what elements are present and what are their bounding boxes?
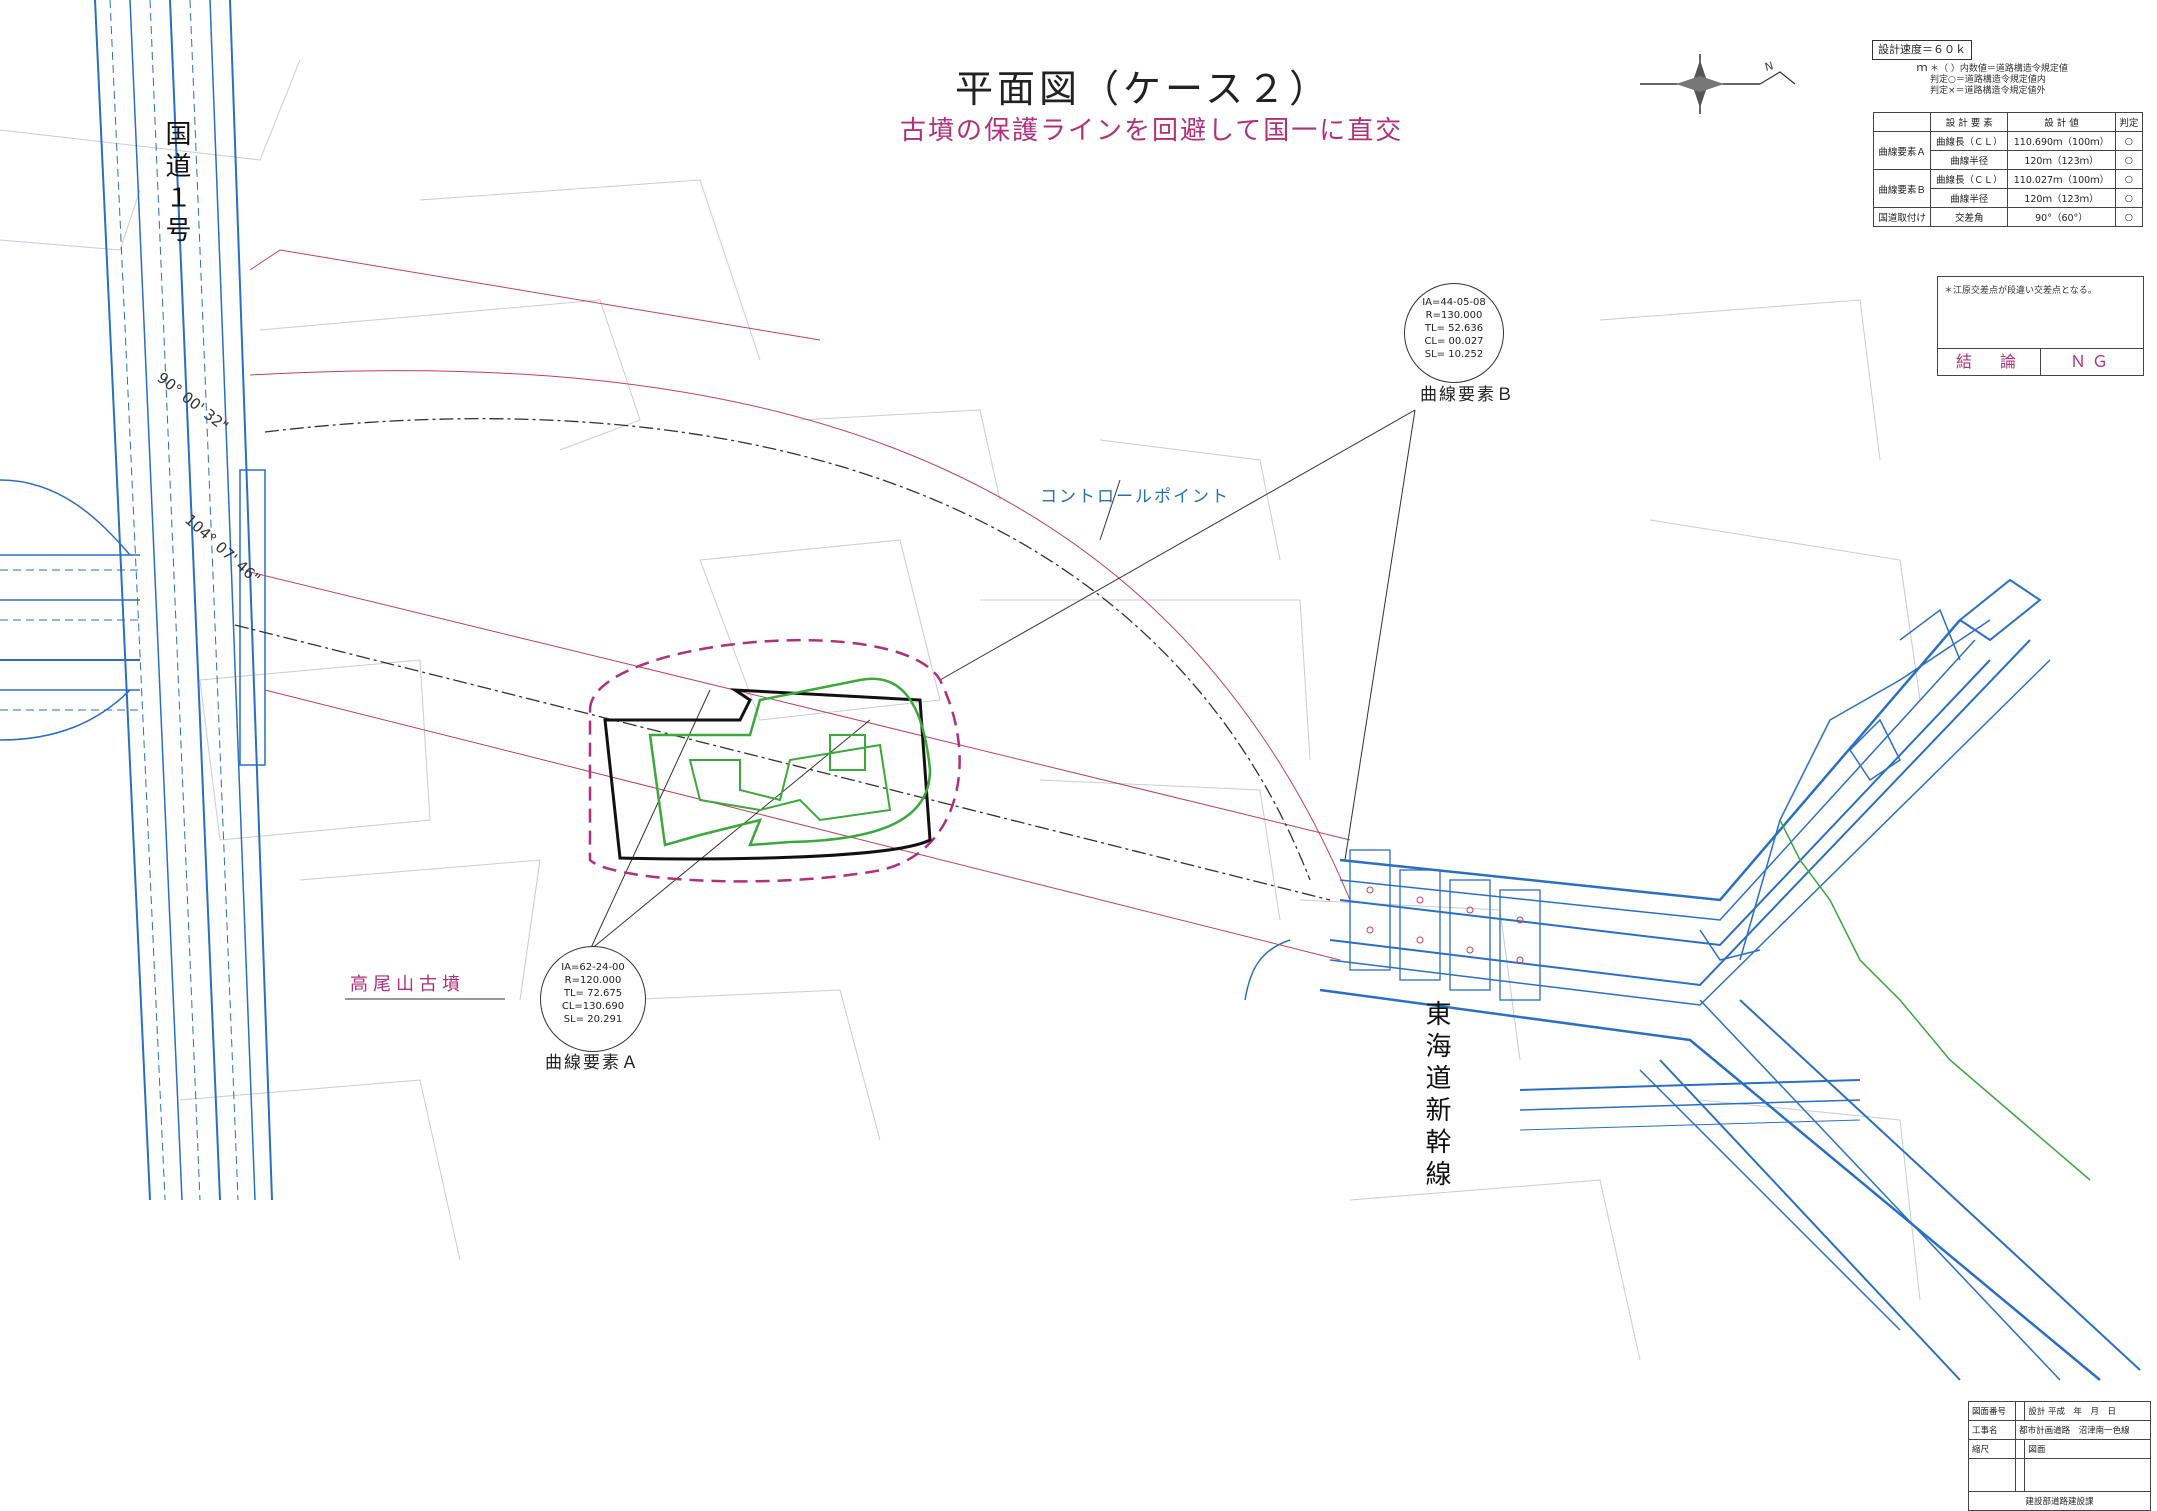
table-cell: 曲線長（ＣＬ） <box>1930 131 2009 151</box>
curve-a-param: TL= 72.675 <box>563 988 623 999</box>
legend-note: 判定×＝道路構造令規定値外 <box>1930 86 2046 96</box>
conclusion-row: 結 論 ＮＧ <box>1938 348 2143 375</box>
title-block-cell <box>2024 1458 2151 1492</box>
centerline <box>234 418 1331 901</box>
table-row: 曲線半径 120ｍ（123ｍ） ○ <box>1874 188 2144 208</box>
title-block-cell: 設計 平成 年 月 日 <box>2024 1401 2151 1421</box>
kofun-label-underline <box>345 998 505 1000</box>
table-cell: 交差角 <box>1930 207 2009 227</box>
alignment-offsets <box>249 249 1351 961</box>
design-criteria-table: 設 計 要 素 設 計 値 判定 曲線要素Ａ 曲線長（ＣＬ） 110.690ｍ（… <box>1872 112 2144 227</box>
design-speed-box: 設計速度＝６０ｋｍ <box>1872 40 1972 74</box>
table-header-cell: 判定 <box>2114 112 2144 132</box>
table-header-cell: 設 計 値 <box>2007 112 2116 132</box>
background-parcels <box>0 59 1921 1361</box>
table-row: 曲線半径 120ｍ（123ｍ） ○ <box>1874 150 2144 170</box>
page-title: 平面図（ケース２） <box>955 67 1332 111</box>
table-cell: 90°（60°） <box>2007 207 2116 227</box>
conclusion-note: ＊江原交差点が段違い交差点となる。 <box>1944 286 2097 296</box>
title-block-cell <box>1967 1458 2017 1492</box>
curve-b-param: IA=44-05-08 <box>1422 297 1486 308</box>
title-block-cell: 都市計画道路 沼津南一色線 <box>2015 1420 2151 1440</box>
title-block-cell <box>2015 1439 2026 1459</box>
curve-a-circle: IA=62-24-00 R=120.000 TL= 72.675 CL=130.… <box>540 946 646 1052</box>
leader-lines <box>589 409 1416 951</box>
conclusion-box: ＊江原交差点が段違い交差点となる。 結 論 ＮＧ <box>1937 276 2144 376</box>
table-header-row: 設 計 要 素 設 計 値 判定 <box>1872 112 2144 132</box>
legend-notes: ＊（ ）内数値＝道路構造令規定値 判定○＝道路構造令規定値内 判定×＝道路構造令… <box>1930 64 2068 97</box>
curve-b-circle: IA=44-05-08 R=130.000 TL= 52.636 CL= 00.… <box>1404 283 1504 383</box>
title-block: 図面番号 設計 平成 年 月 日 工事名 都市計画道路 沼津南一色線 縮尺 図面… <box>1967 1401 2151 1511</box>
interchange-edge-green <box>1779 819 2091 1181</box>
table-cell: ○ <box>2114 207 2144 227</box>
title-block-row: 図面番号 設計 平成 年 月 日 <box>1967 1401 2151 1421</box>
table-cell: 110.690ｍ（100ｍ） <box>2007 131 2116 151</box>
curve-a-param: CL=130.690 <box>561 1001 625 1012</box>
table-header-cell <box>1872 112 1932 132</box>
curve-b-param: CL= 00.027 <box>1424 336 1484 347</box>
table-row: 曲線要素Ａ 曲線長（ＣＬ） 110.690ｍ（100ｍ） ○ <box>1872 131 2144 170</box>
page-subtitle: 古墳の保護ラインを回避して国一に直交 <box>900 116 1404 146</box>
table-cell: ○ <box>2114 169 2144 189</box>
table-cell: 曲線半径 <box>1930 150 2009 170</box>
table-cell: 120ｍ（123ｍ） <box>2007 150 2116 170</box>
title-block-cell <box>2015 1401 2026 1421</box>
title-block-row <box>1967 1458 2151 1492</box>
title-block-row: 工事名 都市計画道路 沼津南一色線 <box>1967 1420 2151 1440</box>
table-cell: 曲線要素Ａ <box>1872 131 1932 170</box>
title-block-row: 縮尺 図面 <box>1967 1439 2151 1459</box>
table-cell: 国道取付け <box>1872 207 1932 227</box>
curve-b-label: 曲線要素Ｂ <box>1420 385 1515 405</box>
curve-a-parameters: IA=62-24-00 R=120.000 TL= 72.675 CL=130.… <box>541 961 645 1026</box>
title-block-cell <box>2015 1458 2026 1492</box>
curve-a-param: IA=62-24-00 <box>561 962 625 973</box>
title-block-cell: 縮尺 <box>1967 1439 2017 1459</box>
kofun-protection <box>588 638 961 883</box>
title-block-cell: 図面 <box>2024 1439 2151 1459</box>
kofun-label: 高尾山古墳 <box>350 974 465 995</box>
legend-note: 判定○＝道路構造令規定値内 <box>1930 75 2046 85</box>
table-cell: ○ <box>2114 131 2144 151</box>
curve-a-param: R=120.000 <box>564 975 622 986</box>
station-dots <box>1366 886 1524 964</box>
shinkansen-label: 東海道新幹線 <box>1421 1000 1451 1192</box>
curve-b-parameters: IA=44-05-08 R=130.000 TL= 52.636 CL= 00.… <box>1405 296 1503 361</box>
legend-note: ＊（ ）内数値＝道路構造令規定値 <box>1930 64 2068 74</box>
curve-b-param: SL= 10.252 <box>1424 349 1484 360</box>
interchange-roads <box>1244 578 2141 1381</box>
control-point-label: コントロールポイント <box>1040 487 1230 507</box>
table-cell: ○ <box>2114 188 2144 208</box>
table-row: 国道取付け 交差角 90°（60°） ○ <box>1872 207 2144 227</box>
title-block-cell: 図面番号 <box>1967 1401 2017 1421</box>
curve-a-label: 曲線要素Ａ <box>545 1053 640 1073</box>
title-block-row: 建設部道路建設課 <box>1968 1491 2151 1511</box>
curve-b-param: R=130.000 <box>1425 310 1483 321</box>
table-cell: 曲線要素Ｂ <box>1872 169 1932 208</box>
north-arrow-icon <box>1640 54 1796 114</box>
title-block-cell: 建設部道路建設課 <box>1968 1491 2151 1511</box>
table-row: 曲線要素Ｂ 曲線長（ＣＬ） 110.027ｍ（100ｍ） ○ <box>1872 169 2144 208</box>
route1-label: 国道１号 <box>161 120 191 248</box>
conclusion-label: 結 論 <box>1938 349 2041 375</box>
conclusion-value: ＮＧ <box>2069 352 2114 371</box>
table-cell: ○ <box>2114 150 2144 170</box>
title-block-cell: 工事名 <box>1967 1420 2017 1440</box>
table-cell: 曲線長（ＣＬ） <box>1930 169 2009 189</box>
table-cell: 120ｍ（123ｍ） <box>2007 188 2116 208</box>
curve-a-param: SL= 20.291 <box>563 1014 623 1025</box>
table-cell: 曲線半径 <box>1930 188 2009 208</box>
route1-road <box>0 0 273 1201</box>
station-blocks <box>1349 849 1541 1001</box>
table-cell: 110.027ｍ（100ｍ） <box>2007 169 2116 189</box>
curve-b-param: TL= 52.636 <box>1424 323 1484 334</box>
table-header-cell: 設 計 要 素 <box>1930 112 2009 132</box>
